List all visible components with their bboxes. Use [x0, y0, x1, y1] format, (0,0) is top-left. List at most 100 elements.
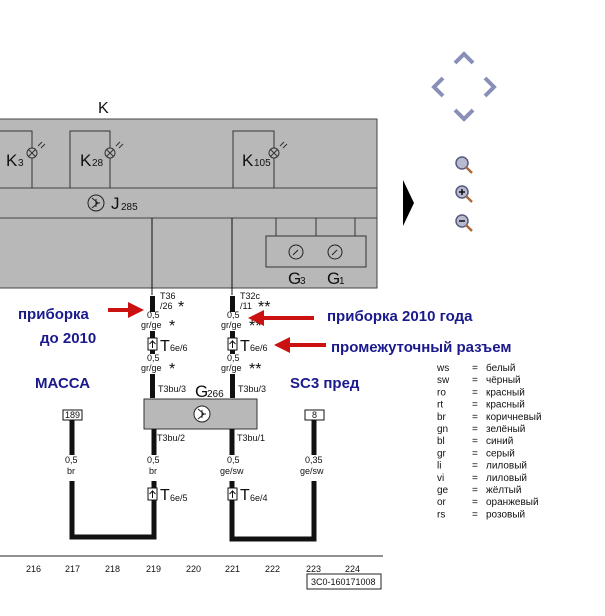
zoom-fit-button[interactable]	[455, 156, 473, 174]
legend-name: синий	[486, 436, 513, 447]
svg-text:br: br	[67, 466, 75, 476]
pan-left-button[interactable]	[431, 76, 445, 98]
legend-code: bl	[437, 436, 445, 447]
svg-text:0,5: 0,5	[227, 310, 240, 320]
svg-text:G: G	[195, 382, 208, 401]
svg-text:6e/5: 6e/5	[170, 493, 188, 503]
svg-text:T36: T36	[160, 291, 176, 301]
scale-numbers: 216 217 218 219 220 221 222 223 224	[26, 564, 360, 574]
svg-text:105: 105	[254, 158, 271, 169]
legend-eq: =	[472, 497, 478, 508]
gauges-g3-g1: G3 G1	[265, 218, 367, 288]
svg-text:J: J	[111, 194, 120, 213]
scale-number: 221	[225, 564, 240, 574]
legend-eq: =	[472, 448, 478, 459]
svg-text:/11: /11	[240, 301, 252, 311]
svg-text:K: K	[6, 151, 18, 170]
drawing-id-box	[306, 573, 382, 590]
svg-text:gr/ge: gr/ge	[221, 320, 242, 330]
svg-text:T: T	[160, 487, 170, 504]
scale-number: 220	[186, 564, 201, 574]
svg-text:0,5: 0,5	[227, 353, 240, 363]
pan-up-button[interactable]	[453, 51, 475, 65]
pan-down-button[interactable]	[453, 108, 475, 122]
drawing-id: 3C0-160171008	[311, 577, 376, 587]
svg-text:T3bu/3: T3bu/3	[238, 384, 266, 394]
svg-text:0,35: 0,35	[305, 455, 323, 465]
svg-text:K: K	[80, 151, 92, 170]
svg-text:K: K	[242, 151, 254, 170]
svg-text:6e/6: 6e/6	[170, 343, 188, 353]
legend-name: лиловый	[486, 461, 527, 472]
legend-name: оранжевый	[486, 497, 539, 508]
svg-text:T3bu/2: T3bu/2	[157, 433, 185, 443]
svg-text:285: 285	[121, 202, 138, 213]
svg-text:0,5: 0,5	[147, 353, 160, 363]
svg-text:gr/ge: gr/ge	[141, 320, 162, 330]
legend-eq: =	[472, 387, 478, 398]
legend-code: li	[437, 461, 441, 472]
annotation-intermediate: промежуточный разъем	[331, 339, 511, 356]
pan-right-button[interactable]	[483, 76, 497, 98]
next-page-button[interactable]	[403, 180, 414, 226]
svg-text:*: *	[169, 361, 175, 378]
svg-text:0,5: 0,5	[147, 455, 160, 465]
scale-number: 216	[26, 564, 41, 574]
svg-text:T: T	[240, 487, 250, 504]
legend-name: жёлтый	[486, 485, 521, 496]
scale-number: 219	[146, 564, 161, 574]
legend-name: красный	[486, 387, 525, 398]
svg-text:G: G	[327, 269, 340, 288]
svg-text:/26: /26	[160, 301, 173, 311]
legend-name: чёрный	[486, 375, 521, 386]
legend-eq: =	[472, 375, 478, 386]
svg-text:T3bu/1: T3bu/1	[237, 433, 265, 443]
legend-eq: =	[472, 412, 478, 423]
legend-name: белый	[486, 362, 515, 374]
svg-text:*: *	[169, 318, 175, 335]
scale-number: 222	[265, 564, 280, 574]
annotation-sc3: SC3 пред	[290, 375, 360, 392]
svg-text:6e/6: 6e/6	[250, 343, 268, 353]
legend-eq: =	[472, 473, 478, 484]
legend-code: rt	[437, 400, 443, 411]
legend-code: rs	[437, 509, 445, 520]
legend-eq: =	[472, 436, 478, 447]
svg-text:3: 3	[300, 276, 306, 287]
legend-name: розовый	[486, 509, 525, 520]
svg-text:**: **	[249, 361, 261, 378]
legend-name: серый	[486, 448, 515, 459]
svg-text:28: 28	[92, 158, 104, 169]
svg-text:gr/ge: gr/ge	[221, 363, 242, 373]
svg-text:br: br	[149, 466, 157, 476]
svg-text:8: 8	[312, 410, 317, 420]
annotation-old-cluster-2: до 2010	[40, 330, 96, 347]
legend-name: зелёный	[486, 424, 525, 435]
scale-number: 218	[105, 564, 120, 574]
legend-code: vi	[437, 473, 444, 484]
zoom-out-button[interactable]	[455, 214, 473, 232]
svg-text:189: 189	[65, 410, 80, 420]
legend-eq: =	[472, 400, 478, 411]
zoom-in-button[interactable]	[455, 185, 473, 203]
svg-text:0,5: 0,5	[65, 455, 78, 465]
svg-text:G: G	[288, 269, 301, 288]
annotation-new-cluster: приборка 2010 года	[327, 308, 473, 325]
svg-text:gr/ge: gr/ge	[141, 363, 162, 373]
legend-name: лиловый	[486, 473, 527, 484]
svg-text:T3bu/3: T3bu/3	[158, 384, 186, 394]
legend-code: gn	[437, 424, 448, 435]
legend-eq: =	[472, 424, 478, 435]
legend-code: br	[437, 412, 447, 423]
annotation-old-cluster-1: приборка	[18, 306, 90, 323]
legend-name: красный	[486, 400, 525, 411]
cluster-label: K	[98, 100, 109, 117]
legend-eq: =	[472, 509, 478, 520]
